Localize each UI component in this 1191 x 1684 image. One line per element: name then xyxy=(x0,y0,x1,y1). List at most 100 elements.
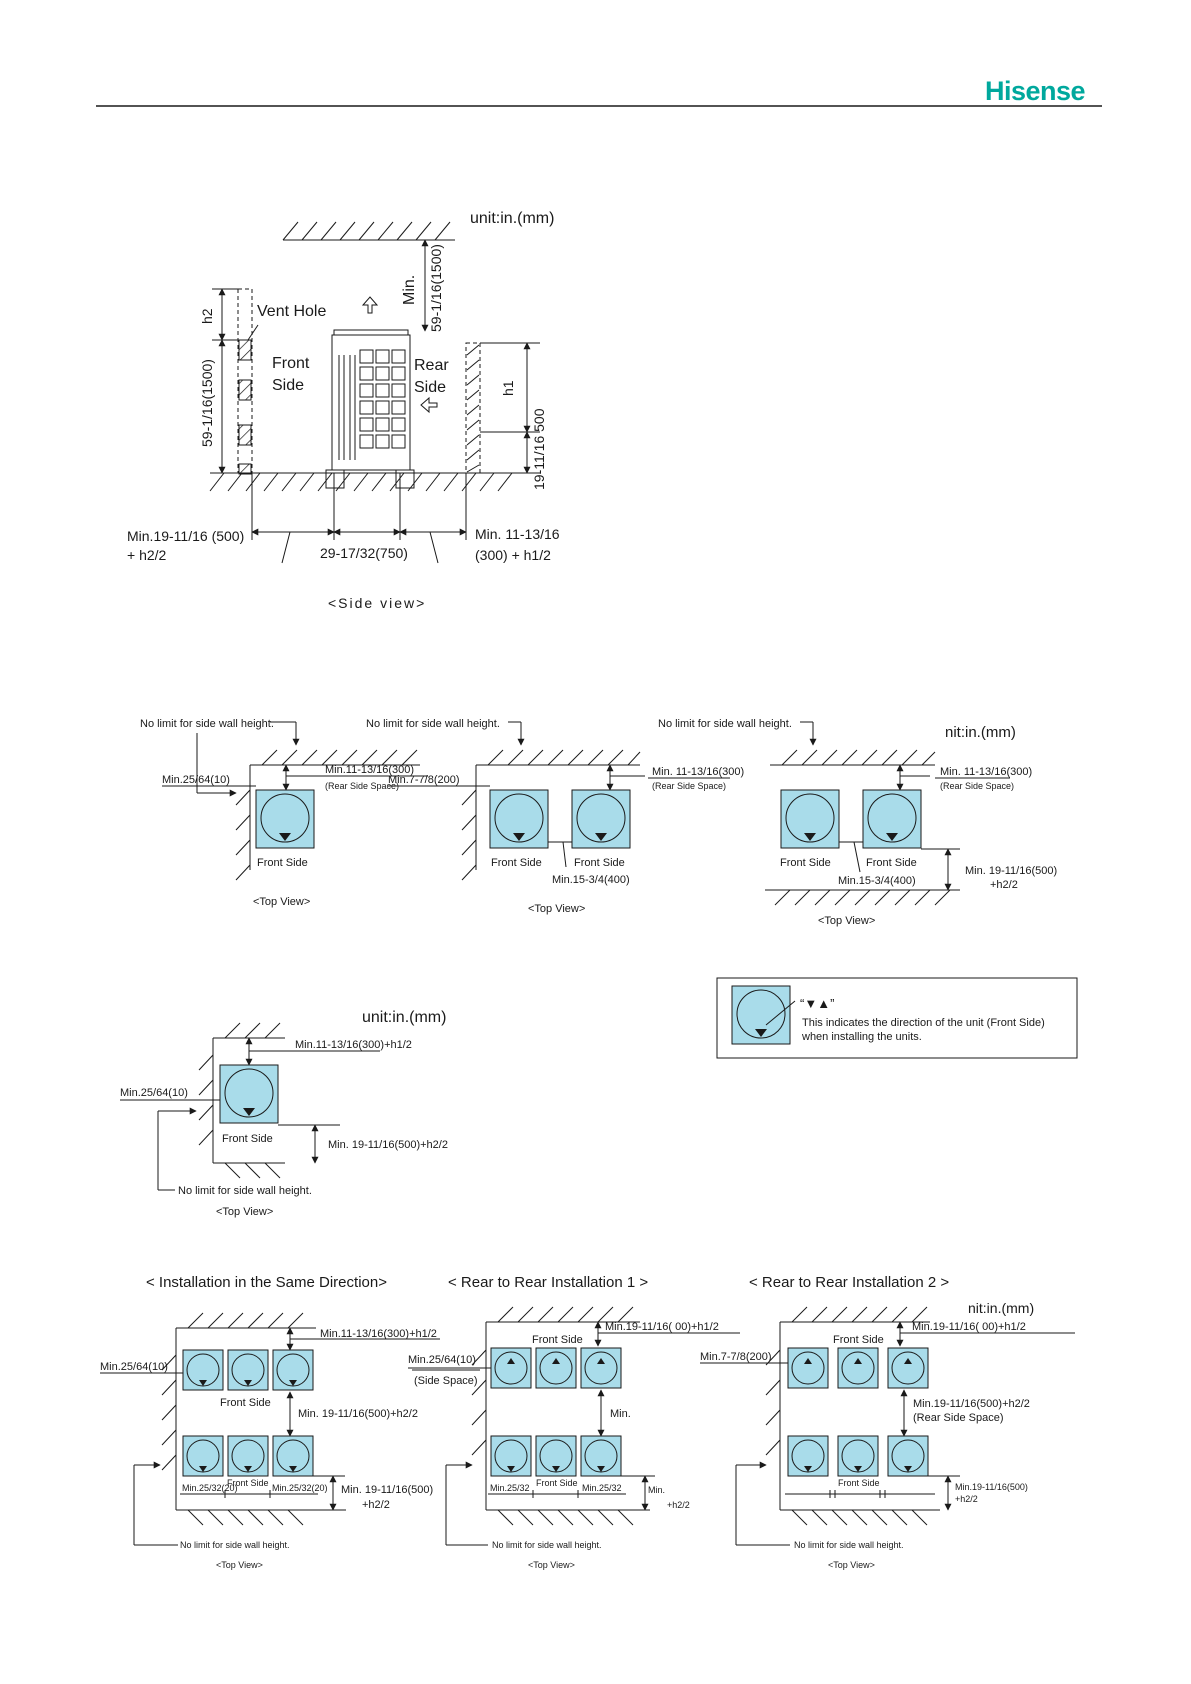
section-title-same-direction: < Installation in the Same Direction> xyxy=(146,1274,387,1291)
no-limit-label: No limit for side wall height. xyxy=(658,718,792,730)
front-side-label: Front Side xyxy=(227,1478,269,1488)
side-unit-label: unit:in.(mm) xyxy=(470,210,554,227)
front-side-label: Front Side xyxy=(220,1397,271,1409)
row-gap-label: Min.19-11/16(500)+h2/2 xyxy=(913,1398,1030,1410)
front-space-label: +h2/2 xyxy=(955,1494,978,1504)
side-space-label: Min.25/64(10) xyxy=(100,1361,168,1373)
no-limit-label: No limit for side wall height. xyxy=(178,1185,312,1197)
front-side-label: Front Side xyxy=(838,1478,880,1488)
no-limit-label: No limit for side wall height. xyxy=(140,718,274,730)
front-space-label: Min. 19-11/16(500) xyxy=(341,1484,433,1496)
top-view-caption: <Top View> xyxy=(253,896,310,908)
vent-hole-label: Vent Hole xyxy=(257,303,326,320)
unit-gap-label: Min.25/32 xyxy=(582,1483,622,1493)
unit-gap-label: Min.25/32 xyxy=(490,1483,530,1493)
bottom-right-dim-2: (300) + h1/2 xyxy=(475,547,551,563)
top-view-caption: <Top View> xyxy=(528,1560,575,1570)
front-side-label-1: Front xyxy=(272,355,310,372)
front-side-label: Front Side xyxy=(257,857,308,869)
no-limit-label: No limit for side wall height. xyxy=(794,1540,904,1550)
rear-space-note: (Rear Side Space) xyxy=(325,781,399,791)
row-gap-note: (Rear Side Space) xyxy=(913,1412,1004,1424)
section-title-rear-to-rear-1: < Rear to Rear Installation 1 > xyxy=(448,1274,648,1291)
side-space-label: Min.25/64(10) xyxy=(120,1087,188,1099)
front-space-label: Min.19-11/16(500) xyxy=(955,1482,1028,1492)
outdoor-unit-top xyxy=(490,1347,532,1389)
legend-text: when installing the units. xyxy=(801,1031,922,1043)
top-view-caption: <Top View> xyxy=(216,1206,273,1218)
legend-text: This indicates the direction of the unit… xyxy=(802,1017,1045,1029)
bottom-left-dim-1: Min.19-11/16 (500) xyxy=(127,528,244,544)
ground-hatch xyxy=(209,472,513,492)
unit-label: unit:in.(mm) xyxy=(362,1009,446,1026)
top-view-caption: <Top View> xyxy=(828,1560,875,1570)
rear-side-label-1: Rear xyxy=(414,357,449,374)
outdoor-unit-top xyxy=(887,1347,929,1389)
front-space-label: +h2/2 xyxy=(667,1500,690,1510)
front-side-label-2: Side xyxy=(272,377,304,394)
bottom-mid-dim: 29-17/32(750) xyxy=(320,545,408,561)
rear-space-label: Min. 11-13/16(300) xyxy=(652,766,744,778)
vent-hole xyxy=(238,424,252,446)
section-title-rear-to-rear-2: < Rear to Rear Installation 2 > xyxy=(749,1274,949,1291)
front-space-label: Min. 19-11/16(500)+h2/2 xyxy=(328,1139,448,1151)
front-side-label: Front Side xyxy=(491,857,542,869)
side-view-caption: <Side view> xyxy=(328,595,426,611)
unit-label: nit:in.(mm) xyxy=(968,1300,1034,1316)
side-space-label: Min.25/64(10) xyxy=(408,1354,476,1366)
legend-symbol: “▼▲” xyxy=(800,996,834,1011)
right-height-label: 19-11/16 500 xyxy=(531,408,547,490)
bottom-right-dim-1: Min. 11-13/16 xyxy=(475,526,560,542)
rear-space-label: Min. 11-13/16(300) xyxy=(940,766,1032,778)
outdoor-unit-top xyxy=(535,1347,577,1389)
vent-hole xyxy=(238,379,252,401)
rear-space-label: Min.11-13/16(300)+h1/2 xyxy=(295,1039,412,1051)
rear-space-label: Min.11-13/16(300)+h1/2 xyxy=(320,1328,437,1340)
airflow-left-icon xyxy=(420,396,438,414)
rear-space-label: Min.19-11/16( 00)+h1/2 xyxy=(912,1321,1026,1333)
front-side-label: Front Side xyxy=(833,1334,884,1346)
front-side-label: Front Side xyxy=(222,1133,273,1145)
top-view-single-unit: No limit for side wall height. Min.11-13… xyxy=(140,718,428,908)
front-side-label: Front Side xyxy=(532,1334,583,1346)
front-side-label: Front Side xyxy=(574,857,625,869)
side-space-label: Min.7-7/8(200) xyxy=(700,1351,772,1363)
side-space-note: (Side Space) xyxy=(414,1375,478,1387)
rear-side-label-2: Side xyxy=(414,379,446,396)
outdoor-unit-top xyxy=(787,1347,829,1389)
side-view-diagram: unit:in.(mm) Min. 59-1/16(1500) Vent Hol… xyxy=(127,210,560,611)
front-space-label: +h2/2 xyxy=(362,1499,390,1511)
unit-gap-label: Min.25/32(20) xyxy=(272,1483,328,1493)
top-view-caption: <Top View> xyxy=(216,1560,263,1570)
unit-gap-label: Min.15-3/4(400) xyxy=(552,874,630,886)
unit-gap-label: Min.15-3/4(400) xyxy=(838,875,916,887)
outdoor-unit-side xyxy=(325,329,415,489)
vent-hole xyxy=(238,339,252,361)
airflow-up-icon xyxy=(361,296,379,314)
top-view-rear-to-rear-1: Min.19-11/16( 00)+h1/2 Front Side Min.25… xyxy=(408,1306,740,1570)
no-limit-label: No limit for side wall height. xyxy=(492,1540,602,1550)
top-clearance-value: 59-1/16(1500) xyxy=(428,244,444,332)
side-space-label: Min.25/64(10) xyxy=(162,774,230,786)
h1-label: h1 xyxy=(500,380,516,396)
top-view-caption: <Top View> xyxy=(528,903,585,915)
top-view-same-direction: Min.11-13/16(300)+h1/2 Min.25/64(10) Fro… xyxy=(100,1312,440,1570)
top-view-caption: <Top View> xyxy=(818,915,875,927)
rear-space-note: (Rear Side Space) xyxy=(940,781,1014,791)
no-limit-label: No limit for side wall height. xyxy=(180,1540,290,1550)
top-view-corner-unit: unit:in.(mm) Min.11-13/16(300)+h1/2 Min.… xyxy=(120,1009,448,1218)
unit-label: nit:in.(mm) xyxy=(945,724,1016,741)
top-view-two-units-front-wall: No limit for side wall height. nit:in.(m… xyxy=(658,718,1057,927)
row-gap-label: Min. 19-11/16(500)+h2/2 xyxy=(298,1408,418,1420)
front-side-label: Front Side xyxy=(780,857,831,869)
front-space-label: Min. xyxy=(648,1485,665,1495)
row-gap-label: Min. xyxy=(610,1408,631,1420)
direction-legend: “▼▲” This indicates the direction of the… xyxy=(716,977,1078,1059)
rear-space-label: Min.11-13/16(300) xyxy=(325,764,414,776)
unit-gap-label: Min.25/32(20) xyxy=(182,1483,238,1493)
top-view-two-units: No limit for side wall height. Min. 11-1… xyxy=(366,718,744,915)
outdoor-unit-top xyxy=(837,1347,879,1389)
front-direction-icon xyxy=(279,833,291,841)
side-space-label: Min.7-7/8(200) xyxy=(388,774,460,786)
rear-space-note: (Rear Side Space) xyxy=(652,781,726,791)
